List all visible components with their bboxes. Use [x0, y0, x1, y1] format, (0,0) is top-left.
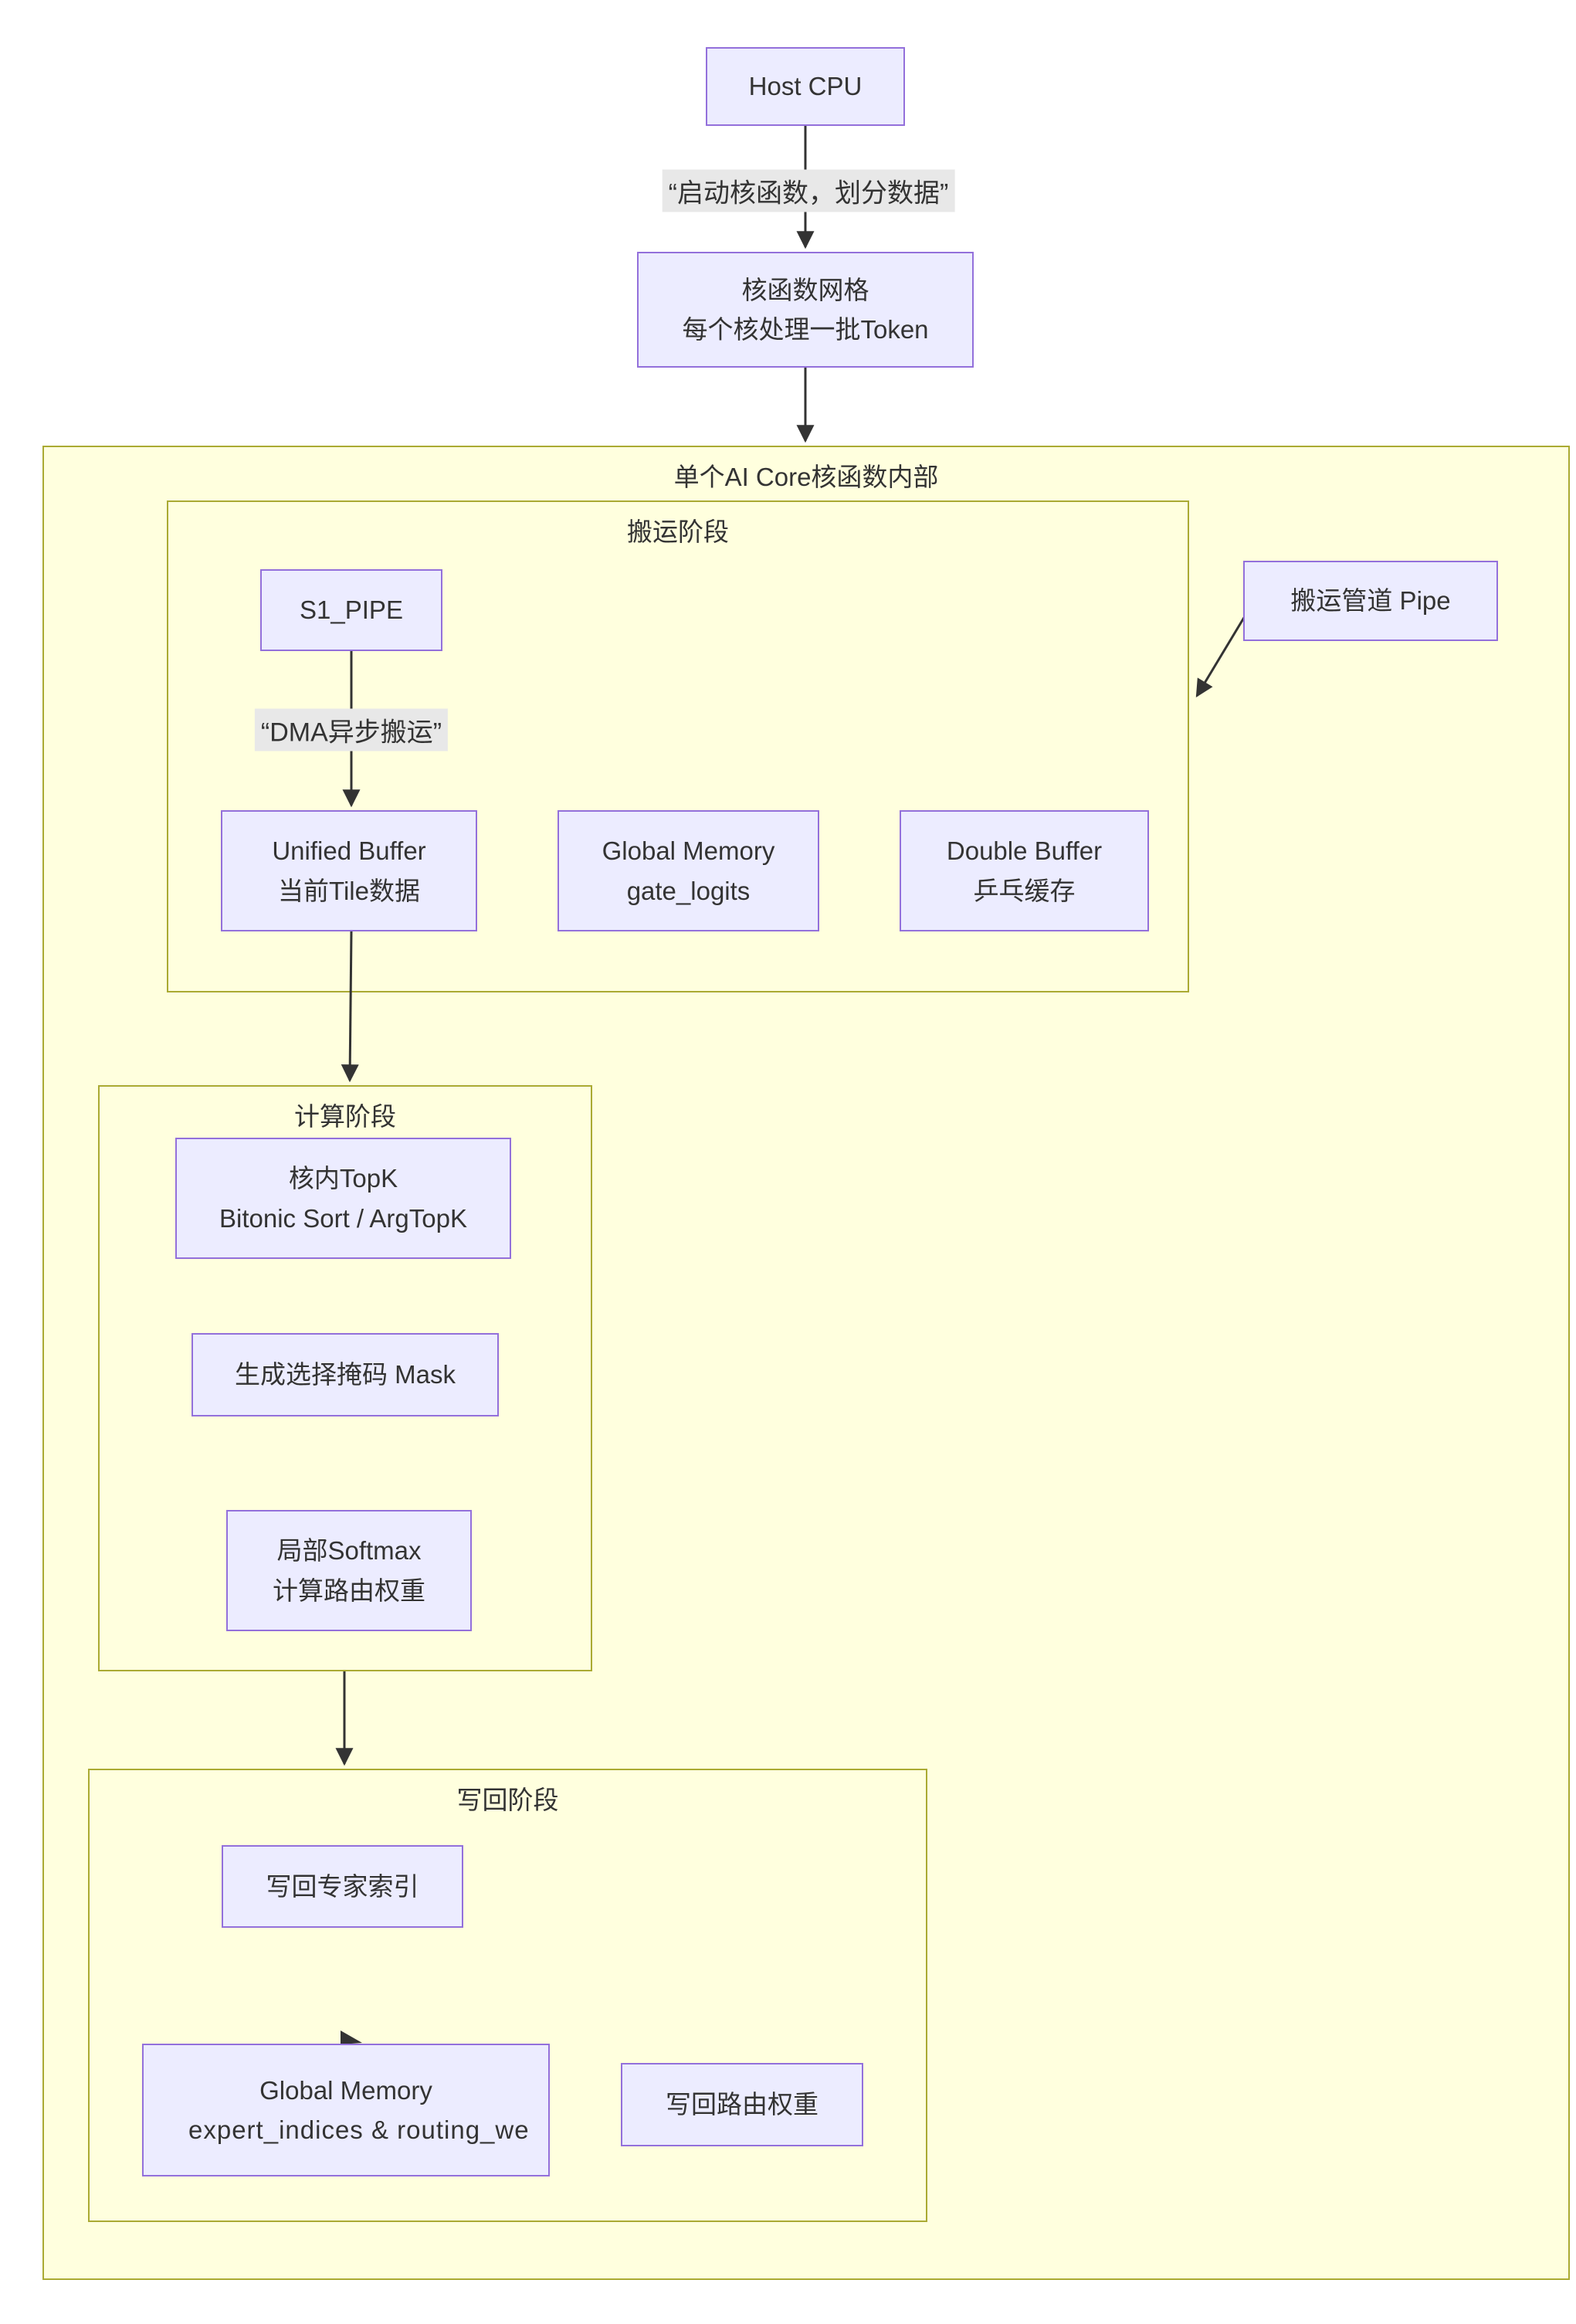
node-topk-line2: Bitonic Sort / ArgTopK [219, 1203, 467, 1233]
node-write-routing-weights: 写回路由权重 [621, 2063, 863, 2146]
node-kernel-grid-line2: 每个核处理一批Token [682, 315, 929, 344]
node-unified-buffer-line1: Unified Buffer [272, 836, 426, 866]
node-unified-buffer: Unified Buffer 当前Tile数据 [221, 810, 477, 931]
node-s1-pipe: S1_PIPE [260, 569, 442, 651]
edge-label-dma-async: “DMA异步搬运” [254, 708, 449, 751]
node-softmax-line2: 计算路由权重 [273, 1576, 425, 1605]
node-mask: 生成选择掩码 Mask [191, 1333, 499, 1416]
node-unified-buffer-line2: 当前Tile数据 [278, 876, 420, 905]
edge-label-launch-kernel: “启动核函数，划分数据” [662, 169, 955, 212]
node-global-memory-gate-line2: gate_logits [626, 876, 751, 905]
cluster-ai-core-title: 单个AI Core核函数内部 [673, 463, 939, 491]
node-softmax-line1: 局部Softmax [276, 1536, 422, 1566]
node-topk: 核内TopK Bitonic Sort / ArgTopK [175, 1138, 511, 1259]
node-host-cpu: Host CPU [706, 47, 905, 126]
node-global-memory-output: Global Memory expert_indices & routing_w… [142, 2044, 550, 2176]
node-global-memory-output-line1: Global Memory [259, 2075, 432, 2105]
node-write-expert-indices-label: 写回专家索引 [266, 1871, 419, 1901]
node-global-memory-gate-line1: Global Memory [602, 836, 775, 866]
node-global-memory-gate-logits: Global Memory gate_logits [558, 810, 819, 931]
cluster-compute-stage-title: 计算阶段 [294, 1102, 396, 1131]
node-softmax: 局部Softmax 计算路由权重 [226, 1510, 472, 1631]
cluster-write-stage-title: 写回阶段 [456, 1786, 559, 1814]
node-mask-label: 生成选择掩码 Mask [234, 1360, 456, 1389]
node-kernel-grid: 核函数网格 每个核处理一批Token [637, 252, 974, 368]
node-global-memory-output-line2: expert_indices & routing_we [188, 2115, 530, 2144]
node-topk-line1: 核内TopK [288, 1164, 398, 1193]
node-kernel-grid-line1: 核函数网格 [741, 275, 869, 304]
node-pipe-label: 搬运管道 Pipe [1290, 586, 1451, 616]
cluster-move-stage-title: 搬运阶段 [627, 517, 729, 546]
node-write-routing-weights-label: 写回路由权重 [666, 2090, 819, 2119]
node-double-buffer-line1: Double Buffer [946, 836, 1103, 866]
node-host-cpu-label: Host CPU [748, 72, 863, 101]
node-write-expert-indices: 写回专家索引 [222, 1845, 463, 1928]
node-double-buffer-line2: 乒乓缓存 [973, 876, 1076, 905]
node-s1-pipe-label: S1_PIPE [300, 595, 403, 625]
node-pipe: 搬运管道 Pipe [1243, 561, 1498, 641]
node-double-buffer: Double Buffer 乒乓缓存 [900, 810, 1149, 931]
